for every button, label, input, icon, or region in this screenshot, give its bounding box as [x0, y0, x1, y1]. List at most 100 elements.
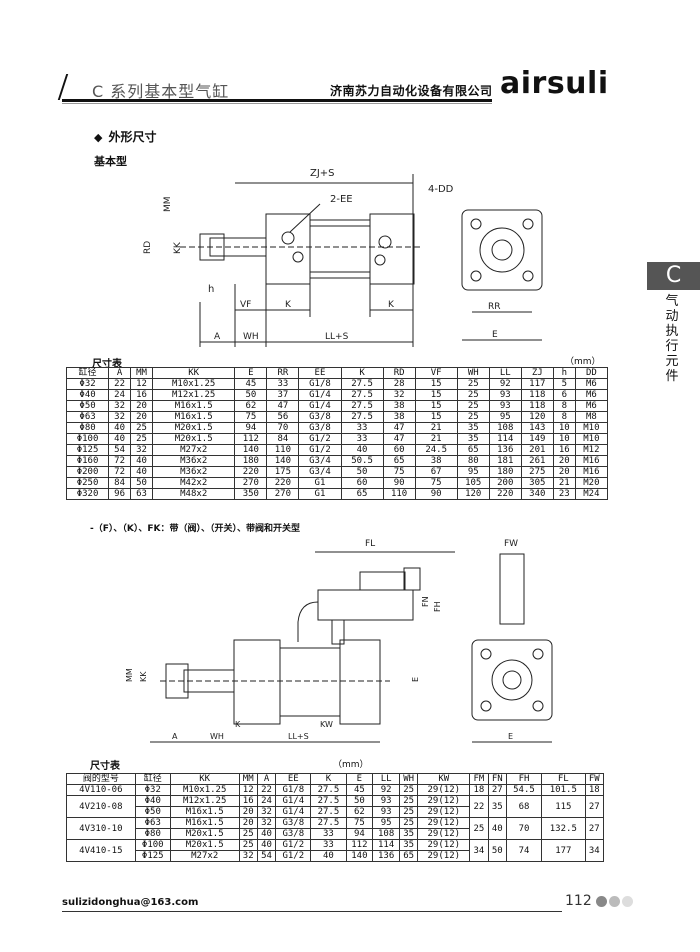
table-cell: M10x1.25 — [152, 378, 236, 390]
column-header: KK — [169, 773, 240, 785]
table-cell: 27.5 — [340, 389, 384, 401]
table-cell: 80 — [456, 455, 490, 467]
table-cell: 27.5 — [340, 411, 384, 423]
table-cell: 96 — [108, 488, 132, 500]
table-cell: 34 — [469, 839, 489, 862]
table-cell: 62 — [345, 806, 374, 818]
column-header: KK — [152, 367, 236, 379]
bolt-hole-icon — [532, 648, 544, 660]
table-cell: 140 — [345, 850, 374, 862]
label-fn: FN — [421, 596, 430, 607]
table-cell: 15 — [414, 389, 458, 401]
table-cell: Φ100 — [65, 433, 110, 445]
header-accent-mark — [57, 74, 69, 100]
table-cell: 25 — [398, 784, 419, 796]
table-cell: 149 — [520, 433, 554, 445]
table-cell: 201 — [520, 444, 554, 456]
table-cell: 27.5 — [310, 795, 347, 807]
table-cell: 20 — [238, 817, 258, 829]
label-vf: VF — [240, 300, 251, 310]
table-cell: M20x1.5 — [152, 422, 236, 434]
table-cell: 95 — [456, 466, 490, 478]
table-cell: 16 — [552, 444, 576, 456]
table-cell: 108 — [372, 828, 400, 840]
table-cell: G3/4 — [298, 455, 342, 467]
table-cell: 27 — [584, 795, 605, 818]
table-cell: G1 — [298, 488, 342, 500]
table-cell: 75 — [345, 817, 374, 829]
table-cell: 200 — [488, 477, 522, 489]
end-view-boss — [479, 227, 525, 273]
table-cell: 65 — [340, 488, 384, 500]
end-boss-2 — [491, 659, 533, 701]
bolt-hole-icon — [470, 270, 482, 282]
table-cell: 50 — [234, 389, 268, 401]
table-cell: M10x1.25 — [169, 784, 240, 796]
table-cell: M10 — [574, 433, 609, 445]
label-k1: K — [285, 300, 292, 310]
table-cell: Φ100 — [134, 839, 171, 851]
bolt-hole-icon — [480, 648, 492, 660]
table-cell: 35 — [398, 828, 419, 840]
table-cell: G3/8 — [275, 828, 312, 840]
table-cell: 22 — [108, 378, 132, 390]
table-cell: M8 — [574, 411, 609, 423]
table-cell: 110 — [382, 488, 416, 500]
column-header: 阀的型号 — [66, 773, 136, 785]
solenoid — [359, 571, 406, 591]
table-cell: 56 — [266, 411, 300, 423]
label-e3: E — [508, 732, 513, 741]
label-k2: K — [388, 300, 395, 310]
label-a: A — [214, 332, 221, 342]
bolt-hole-icon — [522, 270, 534, 282]
rear-cover-2 — [339, 639, 381, 725]
table-cell: 21 — [414, 422, 458, 434]
table-cell: 70 — [266, 422, 300, 434]
table-cell: 140 — [266, 455, 300, 467]
table-cell: M12 — [574, 444, 609, 456]
column-header: MM — [130, 367, 154, 379]
table-cell: 90 — [414, 488, 458, 500]
table-cell: 50 — [340, 466, 384, 478]
table-cell: 47 — [382, 422, 416, 434]
table-cell: 118 — [520, 400, 554, 412]
table-cell: 67 — [414, 466, 458, 478]
bolt-hole-icon — [470, 218, 482, 230]
table-cell: M16x1.5 — [152, 411, 236, 423]
table-cell: 10 — [552, 433, 576, 445]
table-cell: 20 — [238, 806, 258, 818]
column-header: KW — [417, 773, 471, 785]
label-rd: RD — [143, 241, 153, 254]
table-cell: M48x2 — [152, 488, 236, 500]
column-header: LL — [488, 367, 522, 379]
end-view-square-2 — [471, 639, 553, 721]
section-title: ◆外形尺寸 — [94, 128, 156, 145]
table-cell: 84 — [108, 477, 132, 489]
table-cell: 50 — [130, 477, 154, 489]
table-cell: 60 — [340, 477, 384, 489]
port-front-icon — [281, 231, 295, 245]
table-cell: 33 — [340, 433, 384, 445]
table-cell: 37 — [266, 389, 300, 401]
table-cell: Φ63 — [65, 411, 110, 423]
table-cell: 32 — [256, 806, 277, 818]
table-cell: Φ200 — [65, 466, 110, 478]
column-header: WH — [456, 367, 490, 379]
table-cell: M16x1.5 — [169, 806, 240, 818]
table-cell: 181 — [488, 455, 522, 467]
column-header: RR — [266, 367, 300, 379]
table-cell: Φ160 — [65, 455, 110, 467]
table-cell: 180 — [488, 466, 522, 478]
front-cover-2 — [233, 639, 281, 725]
table-cell: 25 — [398, 806, 419, 818]
section-subtitle: 基本型 — [94, 155, 127, 168]
table-cell: 47 — [266, 400, 300, 412]
table-cell: 94 — [234, 422, 268, 434]
label-kk: KK — [173, 241, 183, 254]
table-cell: 350 — [234, 488, 268, 500]
table-cell: 8 — [552, 400, 576, 412]
